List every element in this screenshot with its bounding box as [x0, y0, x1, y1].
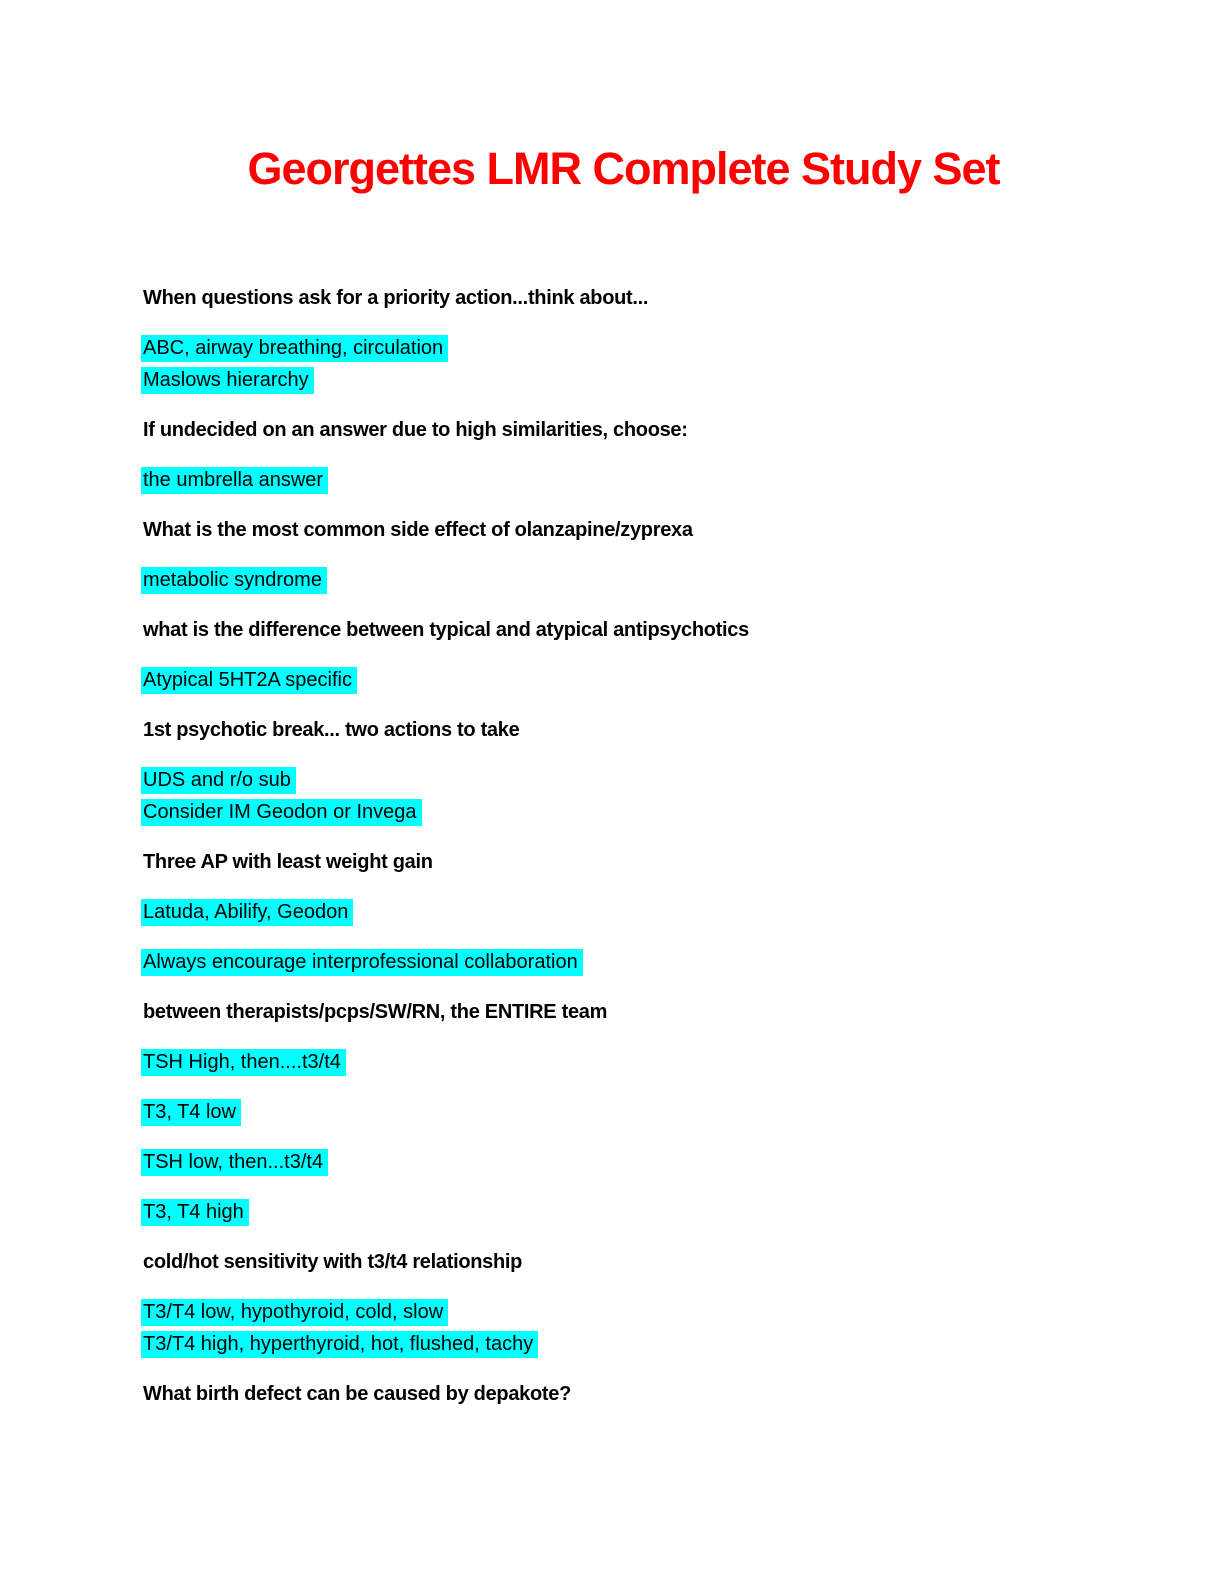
question-text: between therapists/pcps/SW/RN, the ENTIR…	[143, 1001, 608, 1023]
paragraph: TSH low, then...t3/t4	[141, 1146, 1104, 1178]
paragraph: metabolic syndrome	[141, 564, 1104, 596]
paragraph: Always encourage interprofessional colla…	[141, 946, 1104, 978]
highlighted-text: Atypical 5HT2A specific	[141, 667, 357, 694]
paragraph: If undecided on an answer due to high si…	[143, 414, 1104, 446]
answer-line: T3/T4 high, hyperthyroid, hot, flushed, …	[141, 1328, 1104, 1360]
highlighted-text: T3, T4 high	[141, 1199, 249, 1226]
paragraph: What birth defect can be caused by depak…	[143, 1378, 1104, 1410]
highlighted-text: TSH High, then....t3/t4	[141, 1049, 346, 1076]
answer-line: TSH low, then...t3/t4	[141, 1146, 1104, 1178]
question-text: what is the difference between typical a…	[143, 619, 749, 641]
highlighted-text: metabolic syndrome	[141, 567, 327, 594]
question-text: What is the most common side effect of o…	[143, 519, 693, 541]
answer-line: T3, T4 low	[141, 1096, 1104, 1128]
question-line: Three AP with least weight gain	[143, 846, 1104, 878]
question-text: When questions ask for a priority action…	[143, 287, 649, 309]
answer-line: Maslows hierarchy	[141, 364, 1104, 396]
answer-line: Consider IM Geodon or Invega	[141, 796, 1104, 828]
highlighted-text: T3/T4 low, hypothyroid, cold, slow	[141, 1299, 449, 1326]
answer-line: ABC, airway breathing, circulation	[141, 332, 1104, 364]
question-line: what is the difference between typical a…	[143, 614, 1104, 646]
paragraph: what is the difference between typical a…	[143, 614, 1104, 646]
document-content: Georgettes LMR Complete Study Set When q…	[141, 140, 1104, 1428]
paragraph: T3, T4 high	[141, 1196, 1104, 1228]
answer-line: metabolic syndrome	[141, 564, 1104, 596]
question-text: Three AP with least weight gain	[143, 851, 433, 873]
highlighted-text: UDS and r/o sub	[141, 767, 296, 794]
question-line: between therapists/pcps/SW/RN, the ENTIR…	[143, 996, 1104, 1028]
paragraph: the umbrella answer	[141, 464, 1104, 496]
paragraph-list: When questions ask for a priority action…	[141, 282, 1104, 1410]
paragraph: TSH High, then....t3/t4	[141, 1046, 1104, 1078]
answer-line: Always encourage interprofessional colla…	[141, 946, 1104, 978]
highlighted-text: the umbrella answer	[141, 467, 329, 494]
highlighted-text: Maslows hierarchy	[141, 367, 314, 394]
paragraph: Three AP with least weight gain	[143, 846, 1104, 878]
paragraph: cold/hot sensitivity with t3/t4 relation…	[143, 1246, 1104, 1278]
question-text: If undecided on an answer due to high si…	[143, 419, 688, 441]
paragraph: between therapists/pcps/SW/RN, the ENTIR…	[143, 996, 1104, 1028]
answer-line: Latuda, Abilify, Geodon	[141, 896, 1104, 928]
question-line: cold/hot sensitivity with t3/t4 relation…	[143, 1246, 1104, 1278]
answer-line: T3, T4 high	[141, 1196, 1104, 1228]
question-line: 1st psychotic break... two actions to ta…	[143, 714, 1104, 746]
highlighted-text: T3/T4 high, hyperthyroid, hot, flushed, …	[141, 1331, 539, 1358]
paragraph: When questions ask for a priority action…	[143, 282, 1104, 314]
paragraph: Latuda, Abilify, Geodon	[141, 896, 1104, 928]
question-line: What is the most common side effect of o…	[143, 514, 1104, 546]
answer-line: TSH High, then....t3/t4	[141, 1046, 1104, 1078]
highlighted-text: TSH low, then...t3/t4	[141, 1149, 329, 1176]
question-line: What birth defect can be caused by depak…	[143, 1378, 1104, 1410]
answer-line: T3/T4 low, hypothyroid, cold, slow	[141, 1296, 1104, 1328]
question-text: 1st psychotic break... two actions to ta…	[143, 719, 520, 741]
question-text: cold/hot sensitivity with t3/t4 relation…	[143, 1251, 523, 1273]
highlighted-text: ABC, airway breathing, circulation	[141, 335, 449, 362]
question-line: When questions ask for a priority action…	[143, 282, 1104, 314]
question-line: If undecided on an answer due to high si…	[143, 414, 1104, 446]
answer-line: the umbrella answer	[141, 464, 1104, 496]
highlighted-text: Consider IM Geodon or Invega	[141, 799, 422, 826]
highlighted-text: Latuda, Abilify, Geodon	[141, 899, 354, 926]
highlighted-text: T3, T4 low	[141, 1099, 241, 1126]
highlighted-text: Always encourage interprofessional colla…	[141, 949, 583, 976]
paragraph: What is the most common side effect of o…	[143, 514, 1104, 546]
answer-line: UDS and r/o sub	[141, 764, 1104, 796]
answer-line: Atypical 5HT2A specific	[141, 664, 1104, 696]
paragraph: Atypical 5HT2A specific	[141, 664, 1104, 696]
paragraph: 1st psychotic break... two actions to ta…	[143, 714, 1104, 746]
document-title: Georgettes LMR Complete Study Set	[247, 143, 1000, 194]
paragraph: T3, T4 low	[141, 1096, 1104, 1128]
question-text: What birth defect can be caused by depak…	[143, 1383, 572, 1405]
